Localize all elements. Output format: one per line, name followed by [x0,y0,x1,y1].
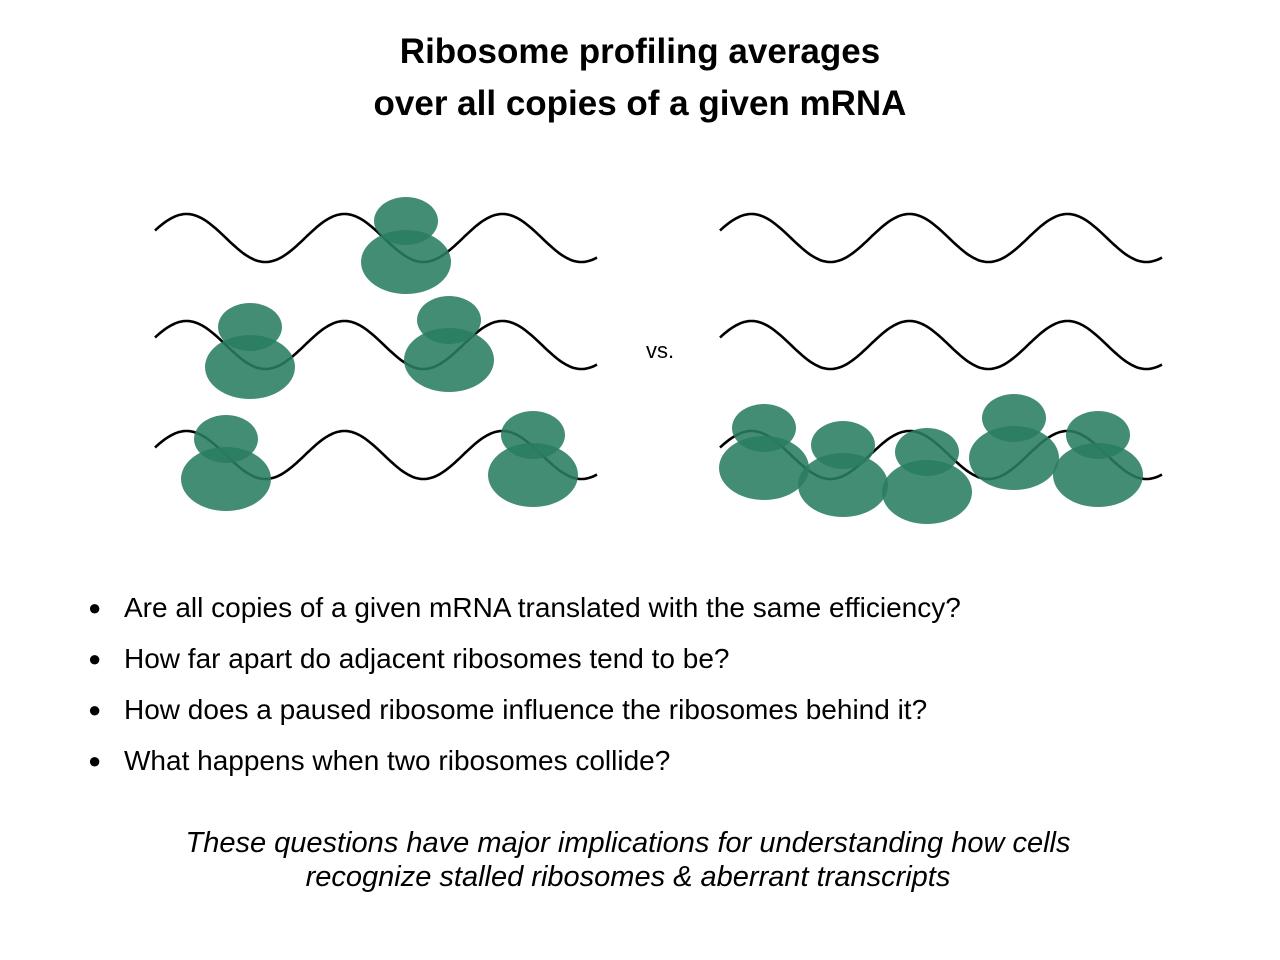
ribosome [798,421,888,517]
ribosome-large-subunit [361,230,451,294]
ribosome [969,394,1059,490]
question-list: ● Are all copies of a given mRNA translat… [88,586,1188,790]
ribosome-small-subunit [1066,411,1130,459]
ribosome-small-subunit [374,197,438,245]
ribosome-large-subunit [488,443,578,507]
ribosome [882,428,972,524]
ribosome-small-subunit [194,415,258,463]
question-text: How does a paused ribosome influence the… [124,694,928,725]
bullet-icon: ● [88,748,102,773]
slide-title-line-2: over all copies of a given mRNA [373,84,907,123]
ribosome-small-subunit [811,421,875,469]
slide-title: Ribosome profiling averages over all cop… [0,26,1280,130]
ribosome-small-subunit [218,303,282,351]
footnote-line-1: These questions have major implications … [185,827,1071,859]
ribosome [488,411,578,507]
mrna-strand [719,212,1163,264]
ribosome-small-subunit [982,394,1046,442]
ribosome [205,303,295,399]
list-item: ● How far apart do adjacent ribosomes ten… [88,637,1188,688]
question-text: How far apart do adjacent ribosomes tend… [124,643,730,674]
ribosome [181,415,271,511]
mrna-strand [719,319,1163,371]
bullet-icon: ● [88,697,102,722]
ribosome-large-subunit [205,335,295,399]
ribosome [404,296,494,392]
ribosome-small-subunit [501,411,565,459]
ribosome [361,197,451,294]
ribosome-large-subunit [181,447,271,511]
bullet-icon: ● [88,595,102,620]
ribosome-small-subunit [732,404,796,452]
ribosome-large-subunit [969,426,1059,490]
ribosome-large-subunit [882,460,972,524]
ribosome [1053,411,1143,507]
ribosome-small-subunit [895,428,959,476]
list-item: ● What happens when two ribosomes collide… [88,739,1188,790]
ribosome-small-subunit [417,296,481,344]
slide-title-line-1: Ribosome profiling averages [399,32,881,71]
bullet-icon: ● [88,646,102,671]
ribosome-large-subunit [719,436,809,500]
mrna-strand [154,212,598,264]
list-item: ● Are all copies of a given mRNA translat… [88,586,1188,637]
question-text: Are all copies of a given mRNA translate… [124,592,961,623]
ribosome-large-subunit [1053,443,1143,507]
question-text: What happens when two ribosomes collide? [124,745,671,776]
footnote: These questions have major implications … [0,826,1256,894]
ribosome-large-subunit [798,453,888,517]
ribosomes [181,197,1143,524]
list-item: ● How does a paused ribosome influence th… [88,688,1188,739]
footnote-line-2: recognize stalled ribosomes & aberrant t… [305,861,951,893]
ribosome-large-subunit [404,328,494,392]
ribosome [719,404,809,500]
vs-label: vs. [646,338,674,363]
